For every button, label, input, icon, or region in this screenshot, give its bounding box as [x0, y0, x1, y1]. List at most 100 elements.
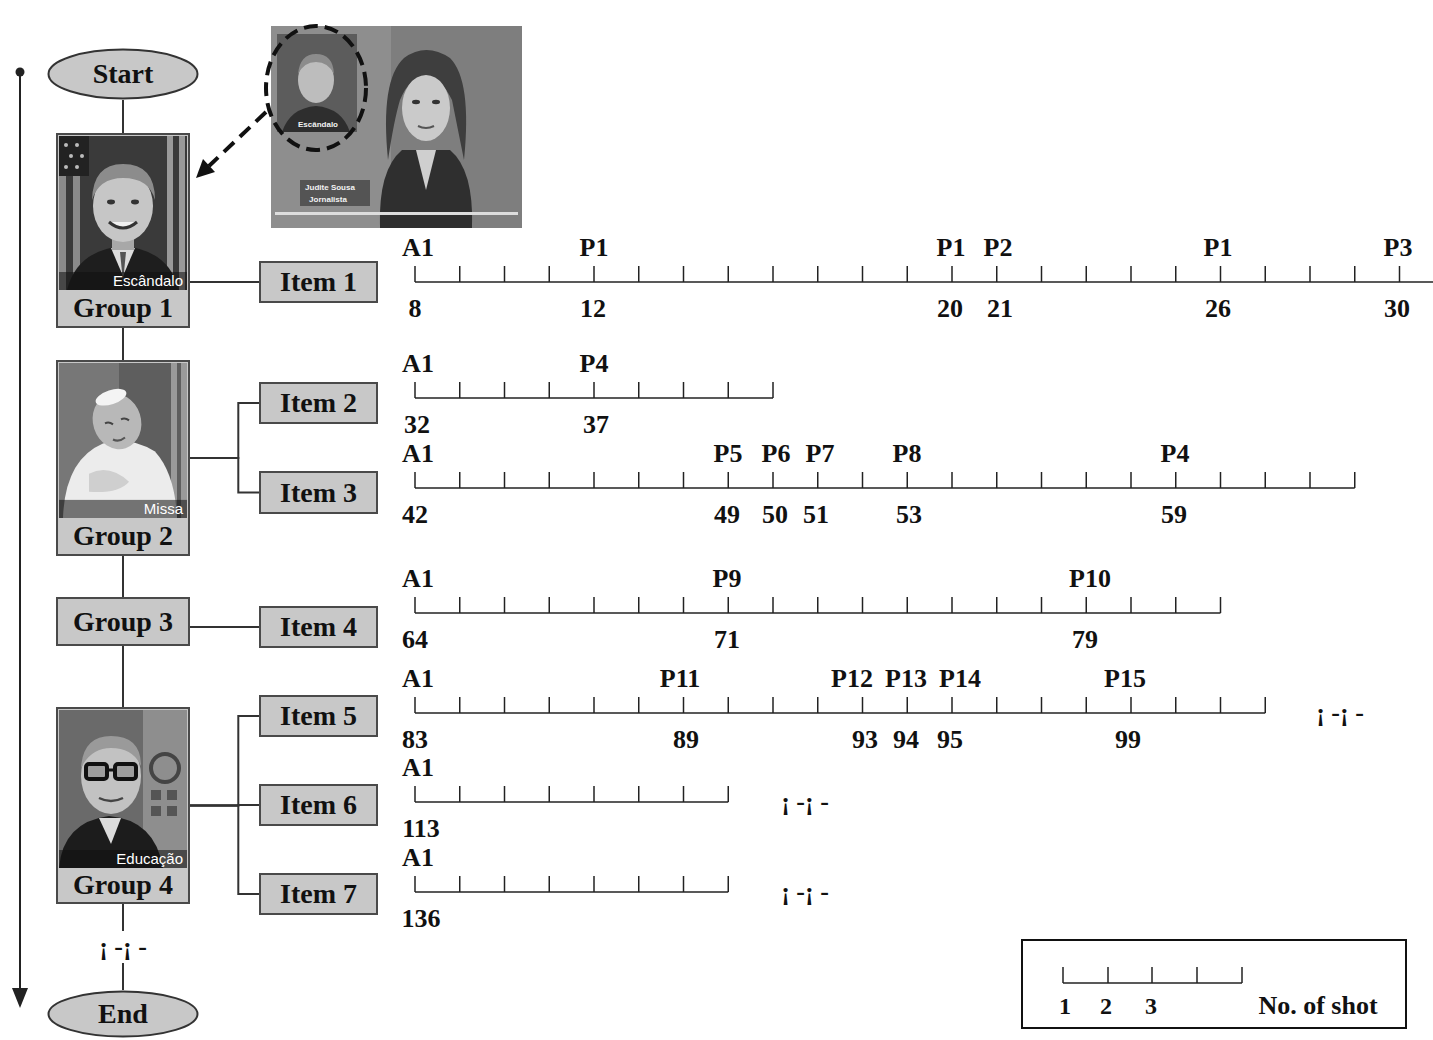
- shot-tick: [1220, 697, 1222, 713]
- shot-tick: [1041, 472, 1043, 488]
- group-title: Group 2: [73, 521, 173, 550]
- shot-tick: [549, 786, 551, 802]
- shot-marker: A1: [402, 564, 434, 594]
- shot-tick: [504, 382, 506, 398]
- box-label: Item 7: [280, 879, 357, 908]
- portrait: [59, 136, 187, 290]
- shot-tick: [772, 472, 774, 488]
- connector-label: ¡ -¡ -: [96, 931, 150, 963]
- legend-box: [1022, 940, 1406, 1028]
- shot-tick: [593, 597, 595, 613]
- shot-tick: [1399, 266, 1401, 282]
- shot-tick: [1309, 266, 1311, 282]
- shot-tick: [459, 597, 461, 613]
- shot-tick: [772, 382, 774, 398]
- shot-tick: [549, 697, 551, 713]
- shot-tick: [593, 266, 595, 282]
- shot-tick: [593, 382, 595, 398]
- shot-tick: [1086, 597, 1088, 613]
- shot-tick: [593, 876, 595, 892]
- shot-tick: [728, 697, 730, 713]
- shot-tick: [1086, 266, 1088, 282]
- shot-number: 95: [937, 725, 963, 755]
- shot-tick: [683, 382, 685, 398]
- shot-tick: [549, 382, 551, 398]
- shot-marker: A1: [402, 349, 434, 379]
- shot-number: 12: [580, 294, 606, 324]
- shot-tick: [1175, 266, 1177, 282]
- shot-number: 51: [803, 500, 829, 530]
- shot-tick: [1175, 597, 1177, 613]
- shot-tick: [414, 876, 416, 892]
- shot-tick: [638, 697, 640, 713]
- shot-tick: [504, 697, 506, 713]
- photo-caption: Educação: [116, 851, 187, 869]
- connector: [190, 458, 259, 493]
- shot-tick: [1309, 472, 1311, 488]
- shot-tick: [817, 597, 819, 613]
- shot-tick: [772, 597, 774, 613]
- shot-tick: [683, 266, 685, 282]
- time-arrow: [12, 68, 28, 1009]
- connector: [190, 281, 259, 283]
- shot-tick: [459, 266, 461, 282]
- inset-hair: [298, 54, 334, 74]
- shot-tick: [683, 472, 685, 488]
- shot-tick: [549, 472, 551, 488]
- shot-timelines: [415, 266, 1433, 892]
- shot-number: 113: [402, 814, 440, 844]
- photo-caption: Missa: [144, 501, 187, 519]
- dashed-callout-circle: [266, 26, 366, 150]
- shot-number: 53: [896, 500, 922, 530]
- shot-tick: [907, 472, 909, 488]
- terminal-label: Start: [93, 59, 154, 90]
- shot-tick: [951, 597, 953, 613]
- shot-marker: P1: [1204, 233, 1233, 263]
- group-title-area: Group 2: [58, 518, 188, 554]
- connector: [122, 556, 124, 597]
- shot-tick: [414, 266, 416, 282]
- anchor-hair: [386, 50, 466, 160]
- portrait: [59, 710, 187, 868]
- shot-marker: P4: [580, 349, 609, 379]
- photo-caption: Escândalo: [113, 273, 187, 291]
- shot-tick: [683, 876, 685, 892]
- shot-tick: [593, 786, 595, 802]
- legend-frame: [1022, 940, 1406, 1028]
- end-terminal: End: [47, 990, 199, 1038]
- continuation-mark: ¡ -¡ -: [781, 787, 829, 817]
- shot-number: 49: [714, 500, 740, 530]
- anchor-jacket: [380, 150, 472, 228]
- shot-tick: [1041, 266, 1043, 282]
- shot-tick: [1130, 472, 1132, 488]
- shot-tick: [728, 597, 730, 613]
- continuation-mark: ¡ -¡ -: [781, 877, 829, 907]
- shot-tick: [728, 876, 730, 892]
- shot-number: 20: [937, 294, 963, 324]
- connector: [122, 646, 124, 707]
- timeline-axis: [415, 801, 728, 803]
- timeline-axis: [415, 891, 728, 893]
- scale-tick: [1062, 967, 1064, 983]
- shot-number: 8: [409, 294, 422, 324]
- screen-caption: Jornalista: [309, 195, 347, 204]
- scale-number: 3: [1145, 993, 1157, 1020]
- shot-number: 71: [714, 625, 740, 655]
- news-screenshot: [271, 26, 522, 228]
- group-box: Group 3: [56, 597, 190, 646]
- pointer-head: [196, 159, 215, 178]
- shot-tick: [638, 472, 640, 488]
- shot-tick: [1265, 266, 1267, 282]
- shot-tick: [549, 876, 551, 892]
- group-box: EscândaloGroup 1: [56, 133, 190, 328]
- screenshot-ground: [271, 26, 522, 228]
- screen-rule: [275, 212, 518, 215]
- dashed-pointer: [209, 112, 266, 166]
- shot-tick: [459, 876, 461, 892]
- group-title-area: Group 4: [58, 868, 188, 902]
- item-box: Item 1: [259, 261, 378, 303]
- item-box: Item 7: [259, 873, 378, 915]
- shot-tick: [1041, 697, 1043, 713]
